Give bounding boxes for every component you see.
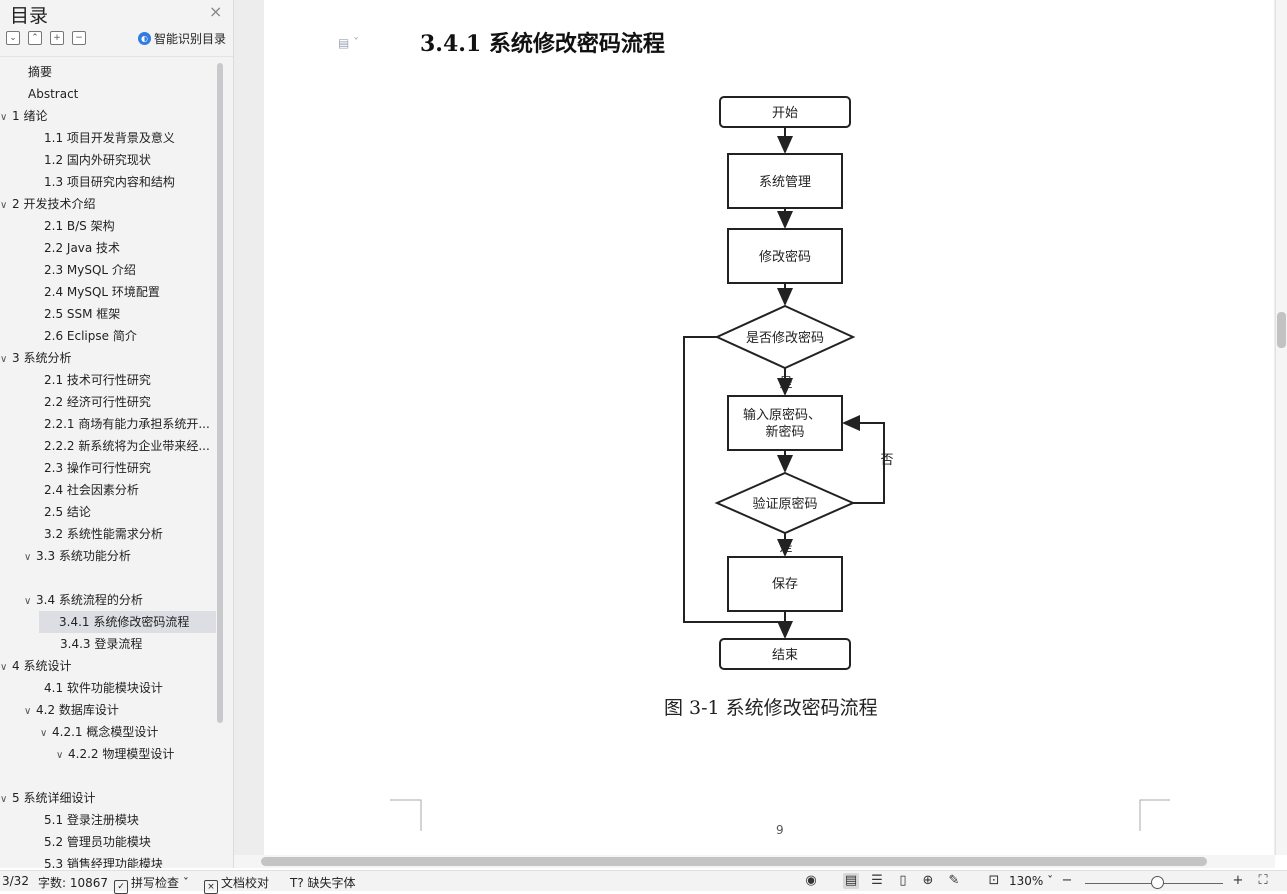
chevron-down-icon[interactable]: ∨ [0, 200, 8, 211]
zoom-slider-knob[interactable] [1151, 876, 1164, 889]
zoom-in-icon[interactable]: + [1232, 873, 1244, 888]
fit-page-icon[interactable]: ⊡ [988, 873, 1000, 888]
vertical-scrollbar[interactable] [1275, 0, 1287, 855]
input-label-1: 输入原密码、 [743, 407, 821, 423]
missing-font-label: 缺失字体 [307, 876, 356, 890]
doc-check-label: 文档校对 [221, 876, 270, 890]
collapse-all-icon[interactable]: ⌃ [28, 31, 42, 45]
decision2-label: 验证原密码 [752, 496, 817, 512]
divider [0, 56, 233, 57]
change-node [727, 228, 843, 284]
save-node [727, 556, 843, 612]
flowchart: 开始 系统管理 修改密码 是否修改密码 是 输入原密码、 新密码 否 验证原密码… [390, 96, 1170, 831]
zoom-level[interactable]: 130% ˇ [1009, 874, 1054, 888]
yes2-label: 是 [779, 540, 792, 555]
chevron-down-icon[interactable]: ∨ [0, 794, 8, 805]
toc-item[interactable]: ∨4.2.1 概念模型设计 [0, 721, 218, 743]
corner-mark [1139, 799, 1170, 831]
toc-item[interactable]: ∨3.3 系统功能分析 [0, 545, 218, 567]
eye-icon[interactable]: ◉ [805, 873, 817, 888]
change-label: 修改密码 [759, 249, 811, 265]
expand-all-icon[interactable]: ⌄ [6, 31, 20, 45]
chevron-down-icon[interactable]: ∨ [0, 112, 8, 123]
outline-view-icon[interactable]: ☰ [871, 873, 883, 888]
toc-item[interactable]: ∨1 绪论 [0, 105, 218, 127]
horizontal-scrollbar[interactable] [234, 855, 1275, 868]
toc-item[interactable]: ∨5 系统详细设计 [0, 787, 218, 809]
minus-icon[interactable]: − [72, 31, 86, 45]
toc-item[interactable]: ∨2 开发技术介绍 [0, 193, 218, 215]
smart-toc-label: 智能识别目录 [154, 32, 227, 46]
paragraph-icon[interactable]: ▤ ˇ [338, 36, 360, 50]
chevron-down-icon[interactable]: ∨ [24, 706, 32, 717]
toc-item[interactable]: ∨4.2.2 物理模型设计 [0, 743, 218, 765]
toc-scrollbar[interactable] [217, 63, 223, 723]
toc-title: 目录 [10, 5, 49, 27]
chevron-down-icon[interactable]: ∨ [0, 662, 8, 673]
chevron-down-icon[interactable]: ∨ [24, 596, 32, 607]
pen-icon[interactable]: ✎ [948, 873, 960, 888]
status-bar: 3/32 字数: 10867 ✓拼写检查 ˇ ×文档校对 T? 缺失字体 ◉ ▤… [0, 870, 1287, 894]
manage-label: 系统管理 [759, 175, 811, 190]
fullscreen-icon[interactable]: ⛶ [1258, 873, 1268, 888]
chevron-down-icon[interactable]: ∨ [24, 552, 32, 563]
web-view-icon[interactable]: ⊕ [922, 873, 934, 888]
chevron-down-icon[interactable]: ∨ [56, 750, 64, 761]
toc-toolbar: ⌄ ⌃ + − [6, 31, 86, 47]
decision1-label: 是否修改密码 [746, 330, 824, 346]
doc-check-icon: × [204, 880, 218, 894]
font-icon: T? [290, 876, 304, 890]
start-label: 开始 [772, 106, 798, 121]
toc-item[interactable]: ∨3 系统分析 [0, 347, 218, 369]
word-count[interactable]: 字数: 10867 [38, 876, 109, 890]
chevron-down-icon[interactable]: ∨ [40, 728, 48, 739]
toc-item[interactable]: ∨4.2 数据库设计 [0, 699, 218, 721]
zoom-value: 130% [1009, 874, 1044, 888]
smart-toc-icon: ◐ [138, 32, 151, 45]
plus-icon[interactable]: + [50, 31, 64, 45]
toc-item[interactable]: ∨4 系统设计 [0, 655, 218, 677]
section-heading: 3.4.1 系统修改密码流程 [420, 31, 665, 57]
input-node [727, 395, 843, 451]
corner-mark [390, 799, 422, 831]
missing-font-button[interactable]: T? 缺失字体 [290, 874, 356, 891]
spell-check-button[interactable]: ✓拼写检查 ˇ [114, 874, 189, 894]
save-label: 保存 [772, 577, 798, 592]
end-node [719, 638, 851, 670]
spell-check-label: 拼写检查 [131, 876, 180, 890]
manage-node [727, 153, 843, 209]
input-label-2: 新密码 [765, 424, 804, 440]
page-indicator[interactable]: 3/32 [2, 874, 29, 888]
page-number: 9 [776, 823, 784, 837]
no-label: 否 [880, 453, 893, 468]
end-label: 结束 [772, 648, 798, 663]
toc-item-selected[interactable]: 3.4.1 系统修改密码流程 [39, 611, 216, 633]
page-view-icon[interactable]: ▤ [843, 873, 859, 889]
vertical-scroll-thumb[interactable] [1277, 312, 1286, 348]
close-icon[interactable]: × [209, 2, 223, 21]
yes1-label: 是 [779, 376, 792, 391]
chevron-down-icon[interactable]: ∨ [0, 354, 8, 365]
zoom-out-icon[interactable]: − [1061, 873, 1073, 888]
toc-item[interactable]: ∨3.4 系统流程的分析 [0, 589, 218, 611]
read-view-icon[interactable]: ▯ [899, 873, 907, 888]
check-icon: ✓ [114, 880, 128, 894]
horizontal-scroll-thumb[interactable] [261, 857, 1207, 866]
doc-check-button[interactable]: ×文档校对 [204, 874, 269, 894]
smart-toc-button[interactable]: ◐ 智能识别目录 [138, 30, 226, 47]
figure-caption: 图 3-1 系统修改密码流程 [664, 697, 878, 719]
